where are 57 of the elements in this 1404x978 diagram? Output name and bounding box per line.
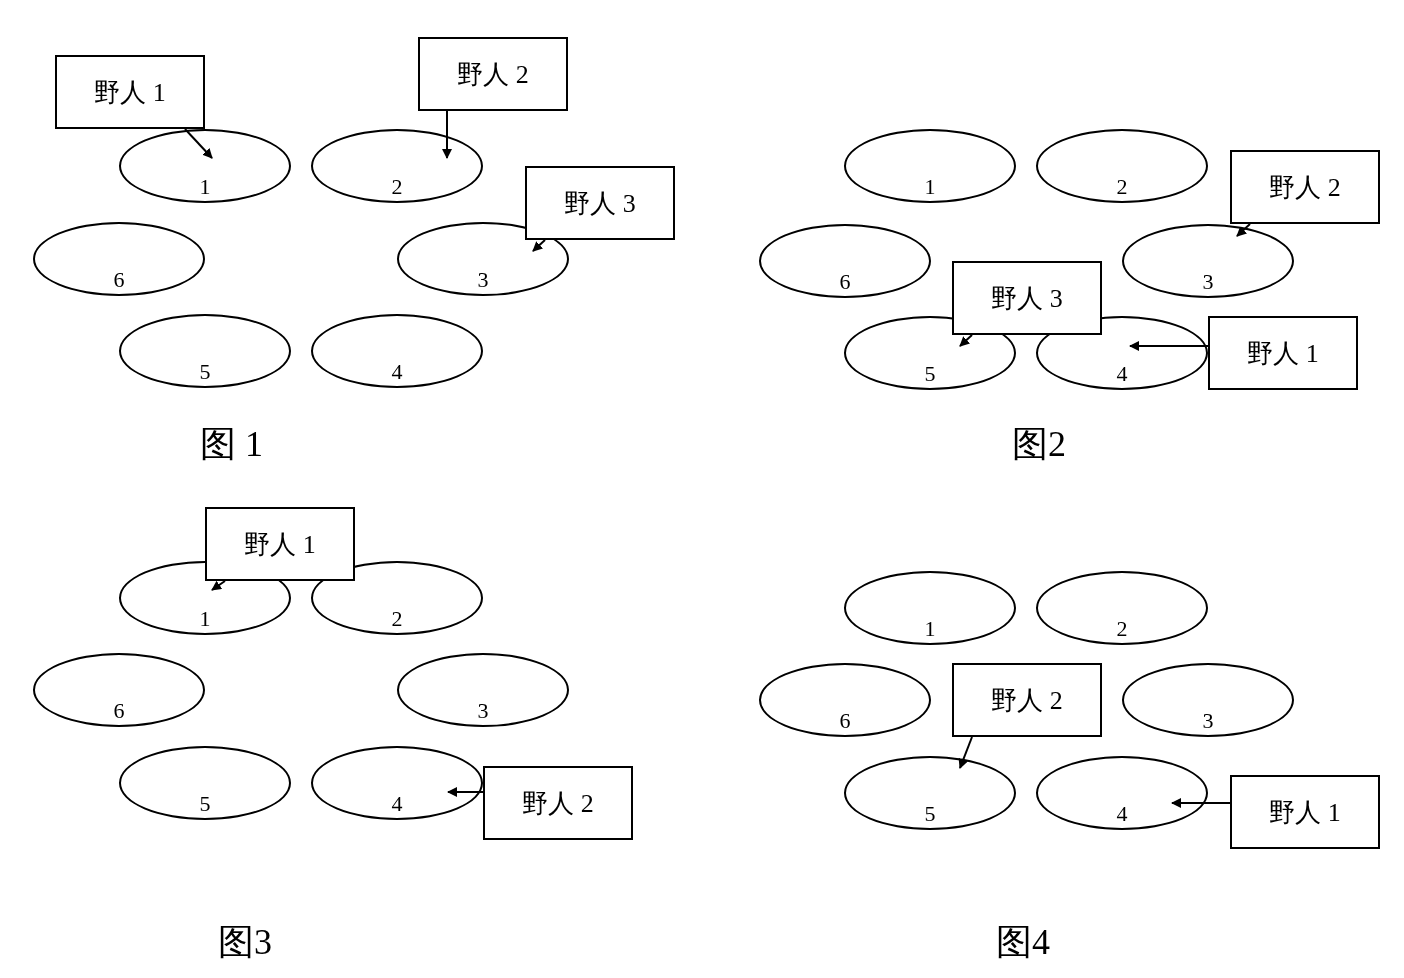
callout-box — [1230, 775, 1380, 849]
number-label: 6 — [112, 268, 126, 292]
callout-pointer — [532, 239, 546, 252]
callout-text: 野人 2 — [991, 684, 1063, 717]
callout-text: 野人 2 — [1269, 171, 1341, 204]
number-label: 2 — [1115, 175, 1129, 199]
number-label: 1 — [198, 175, 212, 199]
number-label: 5 — [923, 802, 937, 826]
figure-caption: 图2 — [1012, 423, 1066, 466]
callout-box — [952, 261, 1102, 335]
number-label: 2 — [1115, 617, 1129, 641]
callout-box — [952, 663, 1102, 737]
number-label: 2 — [390, 607, 404, 631]
number-label: 3 — [1201, 709, 1215, 733]
number-label: 3 — [476, 699, 490, 723]
number-label: 5 — [198, 792, 212, 816]
callout-text: 野人 1 — [94, 76, 166, 109]
figure-caption: 图4 — [996, 921, 1050, 964]
number-label: 6 — [838, 709, 852, 733]
number-label: 4 — [390, 360, 404, 384]
callout-text: 野人 1 — [1247, 337, 1319, 370]
figure-caption: 图3 — [218, 921, 272, 964]
callout-box — [483, 766, 633, 840]
callout-text: 野人 3 — [991, 282, 1063, 315]
number-label: 4 — [390, 792, 404, 816]
callout-pointer — [447, 787, 484, 797]
callout-text: 野人 2 — [457, 58, 529, 91]
number-label: 3 — [476, 268, 490, 292]
callout-box — [1230, 150, 1380, 224]
callout-box — [525, 166, 675, 240]
number-label: 5 — [923, 362, 937, 386]
callout-box — [1208, 316, 1358, 390]
number-label: 2 — [390, 175, 404, 199]
number-label: 4 — [1115, 362, 1129, 386]
callout-text: 野人 2 — [522, 787, 594, 820]
callout-box — [55, 55, 205, 129]
callout-pointer — [442, 110, 452, 159]
callout-pointer — [211, 580, 226, 591]
callout-text: 野人 3 — [564, 187, 636, 220]
number-label: 1 — [923, 175, 937, 199]
number-label: 1 — [923, 617, 937, 641]
number-label: 1 — [198, 607, 212, 631]
number-label: 3 — [1201, 270, 1215, 294]
callout-pointer — [958, 736, 973, 769]
callout-pointer — [959, 334, 973, 347]
callout-box — [205, 507, 355, 581]
callout-text: 野人 1 — [244, 528, 316, 561]
figure-caption: 图 1 — [200, 423, 263, 466]
callout-pointer — [184, 128, 213, 159]
callout-box — [418, 37, 568, 111]
number-label: 5 — [198, 360, 212, 384]
callout-text: 野人 1 — [1269, 796, 1341, 829]
callout-pointer — [1171, 798, 1231, 808]
number-label: 6 — [112, 699, 126, 723]
callout-pointer — [1236, 223, 1251, 237]
number-label: 6 — [838, 270, 852, 294]
number-label: 4 — [1115, 802, 1129, 826]
